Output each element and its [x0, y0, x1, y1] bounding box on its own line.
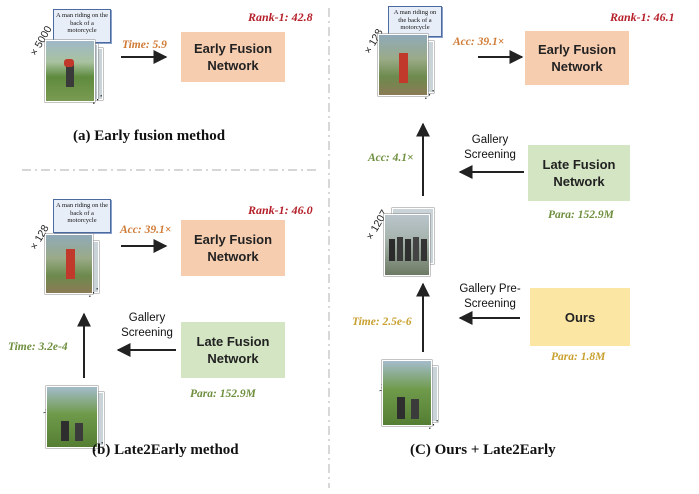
acc-c-top: Acc: 39.1×: [453, 36, 505, 48]
early-fusion-box-c: Early Fusion Network: [525, 31, 629, 85]
early-fusion-box-b: Early Fusion Network: [181, 220, 285, 276]
gallery-screening-b: Gallery Screening: [121, 312, 173, 339]
gallery-image-front-b2: [46, 386, 98, 448]
gallery-prescreening-c: Gallery Pre-Screening: [459, 283, 521, 310]
para-c-late: Para: 152.9M: [548, 209, 614, 221]
gallery-image-front-c: [378, 34, 428, 96]
gallery-image-front-b: [45, 234, 93, 294]
caption-b: (b) Late2Early method: [92, 442, 239, 458]
time-b: Time: 3.2e-4: [8, 341, 68, 353]
late-fusion-box-b: Late Fusion Network: [181, 322, 285, 378]
query-text-card-b: A man riding on the back of a motorcycle: [53, 199, 111, 233]
more-dots-a: ⋰: [92, 94, 103, 106]
rank-b: Rank-1: 46.0: [248, 203, 313, 217]
rank-c: Rank-1: 46.1: [610, 10, 675, 24]
more-dots-c-bottom: ⋰: [428, 419, 439, 431]
caption-c: (C) Ours + Late2Early: [410, 442, 556, 458]
gallery-screening-c: Gallery Screening: [464, 134, 516, 161]
caption-a: (a) Early fusion method: [73, 128, 226, 144]
gallery-image-front-c3: [382, 360, 432, 426]
time-a: Time: 5.9: [122, 39, 167, 51]
para-b: Para: 152.9M: [190, 388, 256, 400]
acc-b: Acc: 39.1×: [120, 224, 172, 236]
more-dots-c-top: ⋰: [424, 89, 435, 101]
early-fusion-box-a: Early Fusion Network: [181, 32, 285, 82]
ours-box: Ours: [530, 288, 630, 346]
late-fusion-box-c: Late Fusion Network: [528, 145, 630, 201]
more-dots-b-bottom: ⋰: [93, 441, 104, 453]
query-text-card-a: A man riding on the back of a motorcycle: [53, 9, 111, 43]
gallery-image-front-a: [45, 40, 95, 102]
query-text-card-c: A man riding on the back of a motorcycle: [388, 6, 442, 37]
acc-c-mid: Acc: 4.1×: [368, 152, 414, 164]
para-c-ours: Para: 1.8M: [551, 351, 606, 363]
time-c: Time: 2.5e-6: [352, 316, 412, 328]
rank-a: Rank-1: 42.8: [248, 10, 313, 24]
gallery-image-front-c2: [384, 214, 430, 276]
more-dots-b-top: ⋰: [88, 287, 99, 299]
